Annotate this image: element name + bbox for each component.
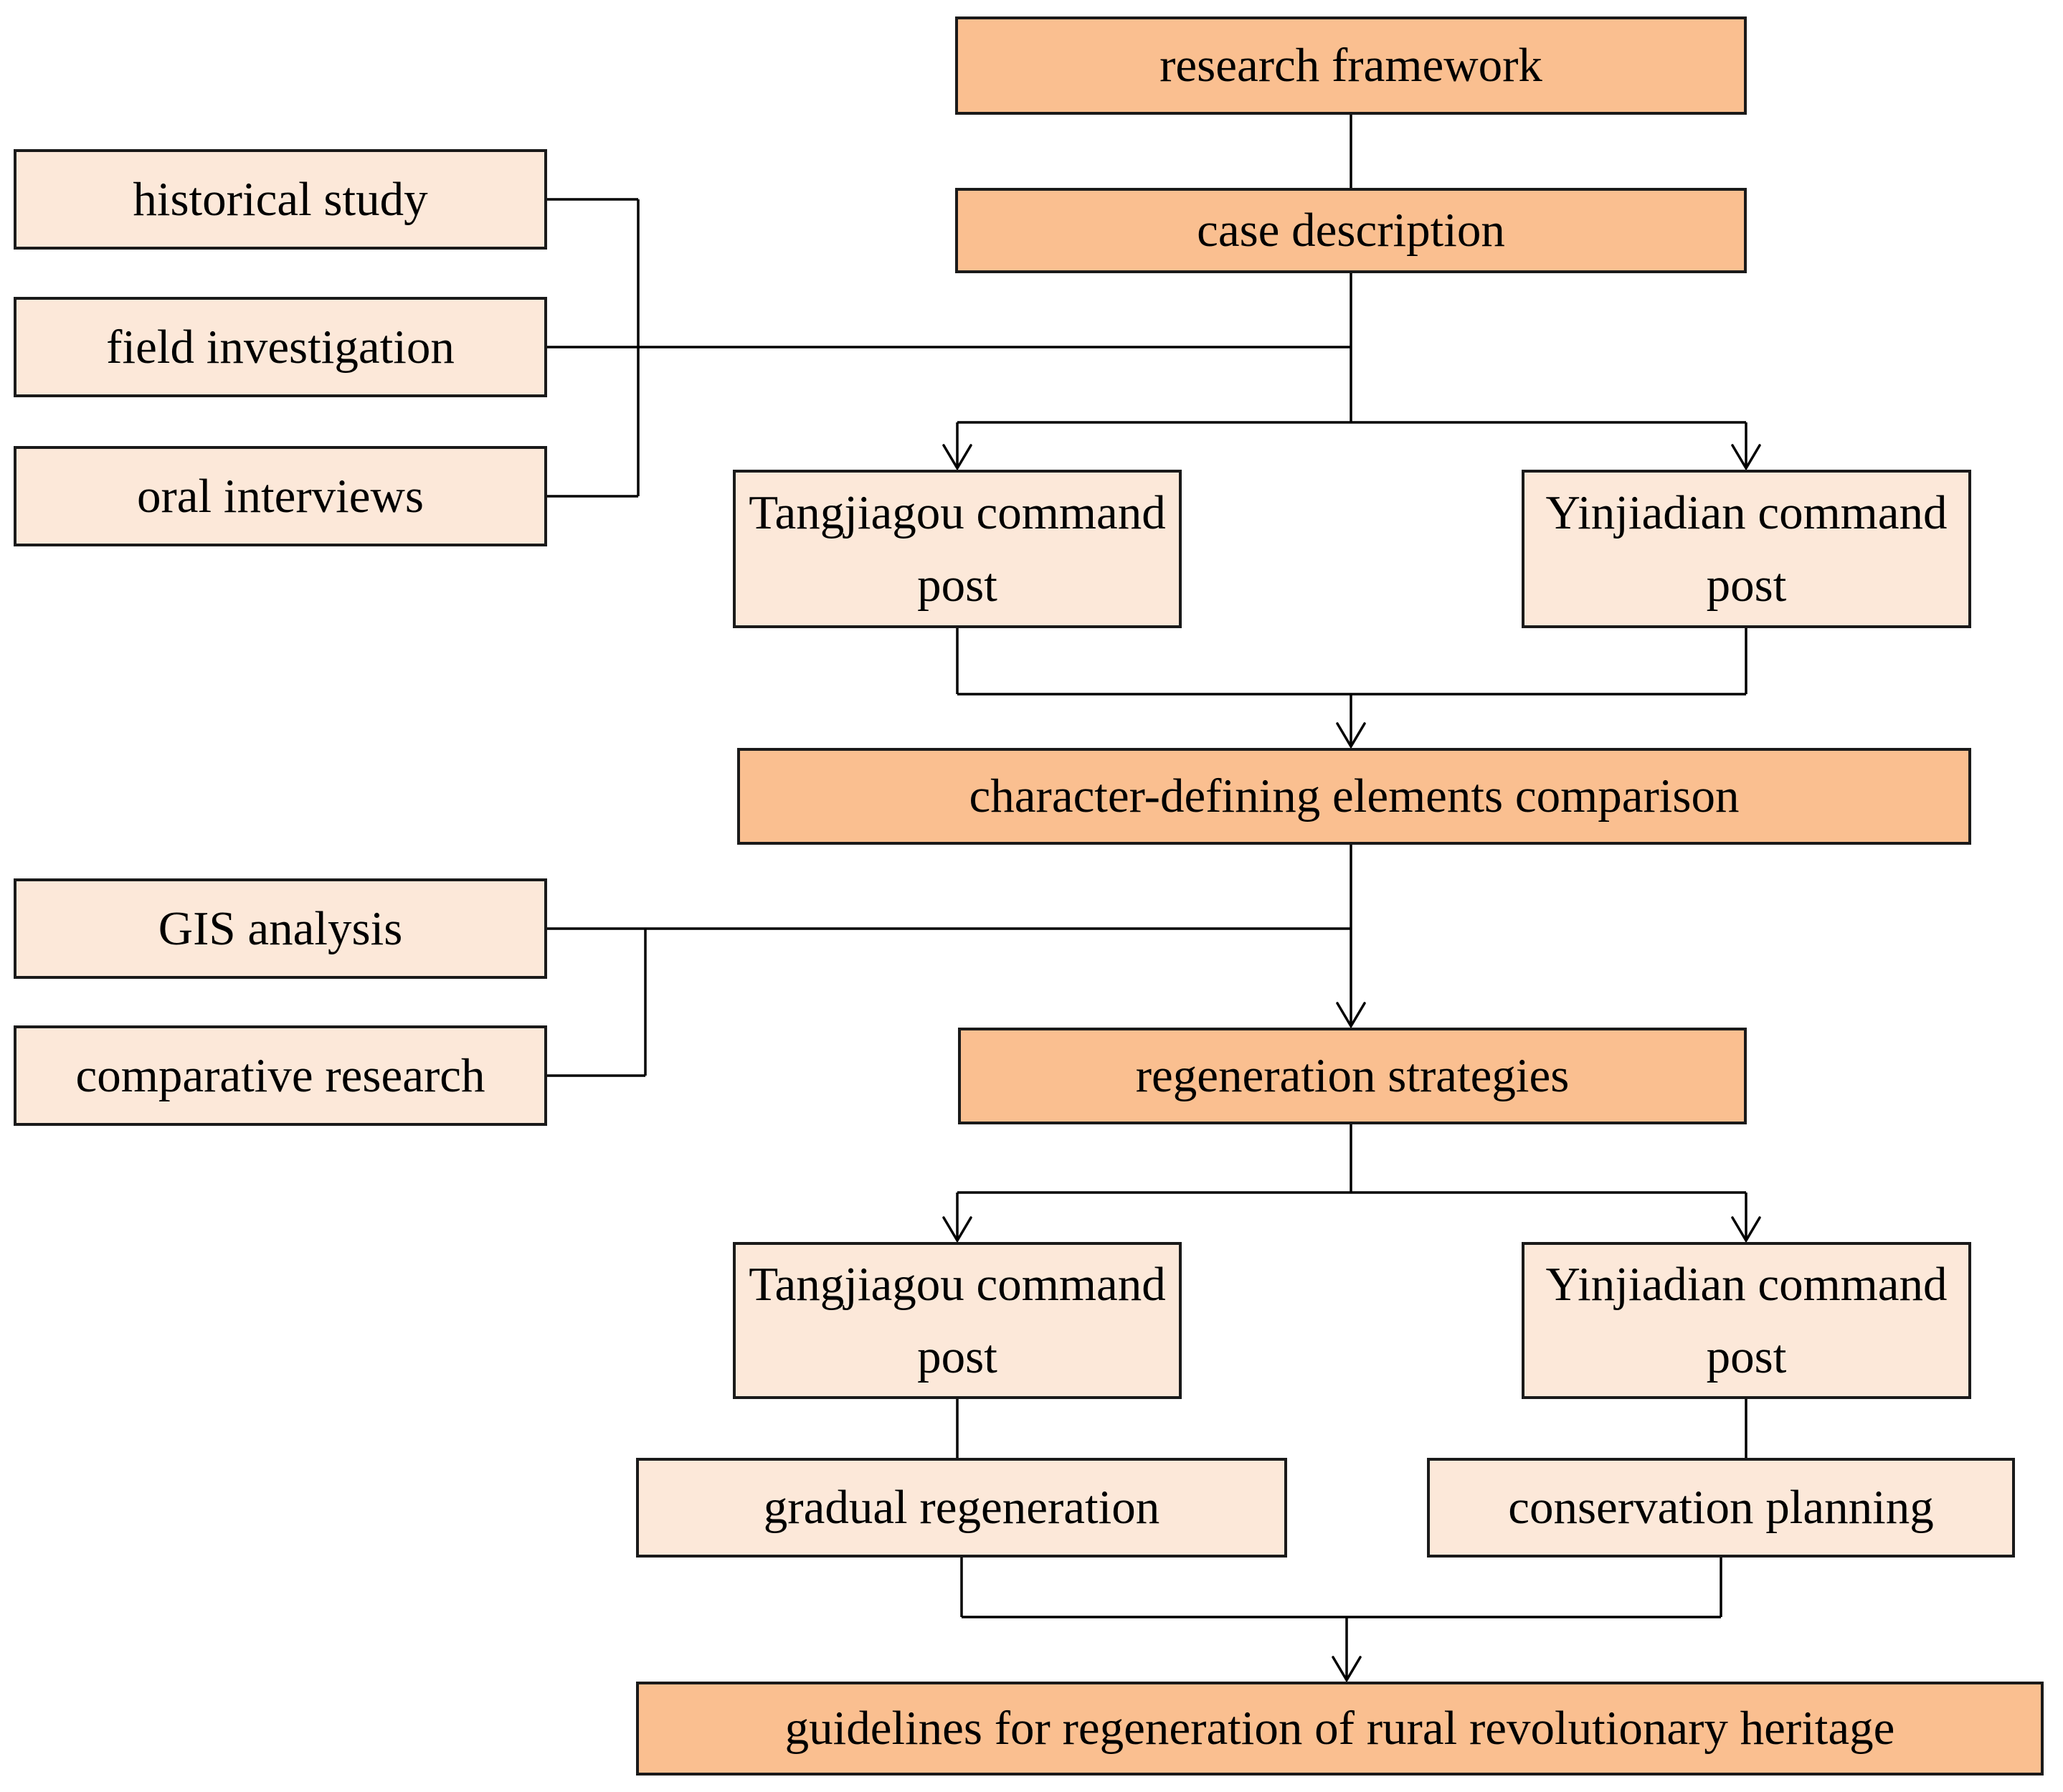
edge-group	[547, 115, 1747, 1679]
node-tangjiagou-command-post-2: Tangjiagou command post	[733, 1242, 1182, 1399]
node-comparative-research: comparative research	[14, 1025, 547, 1126]
node-regeneration-strategies: regeneration strategies	[958, 1028, 1747, 1124]
node-historical-study: historical study	[14, 149, 547, 250]
arrowhead-into-character	[1336, 722, 1366, 749]
node-yinjiadian-command-post-1: Yinjiadian command post	[1522, 470, 1971, 628]
node-gis-analysis: GIS analysis	[14, 878, 547, 979]
node-conservation-planning: conservation planning	[1427, 1458, 2015, 1558]
arrowhead-split1-right	[1731, 444, 1761, 471]
arrowhead-split2-left	[942, 1216, 972, 1243]
node-yinjiadian-command-post-2: Yinjiadian command post	[1522, 1242, 1971, 1399]
node-tangjiagou-command-post-1: Tangjiagou command post	[733, 470, 1182, 628]
node-field-investigation: field investigation	[14, 297, 547, 397]
arrowhead-split2-right	[1731, 1216, 1761, 1243]
arrowhead-into-guidelines	[1332, 1656, 1362, 1683]
node-oral-interviews: oral interviews	[14, 446, 547, 546]
node-gradual-regeneration: gradual regeneration	[636, 1458, 1287, 1558]
arrowhead-into-regeneration	[1336, 1002, 1366, 1029]
node-research-framework: research framework	[955, 16, 1747, 115]
node-guidelines: guidelines for regeneration of rural rev…	[636, 1682, 2044, 1776]
node-case-description: case description	[955, 188, 1747, 273]
arrowheads	[942, 444, 1761, 1683]
arrowhead-split1-left	[942, 444, 972, 471]
node-character-defining-elements-comparison: character-defining elements comparison	[737, 748, 1971, 845]
